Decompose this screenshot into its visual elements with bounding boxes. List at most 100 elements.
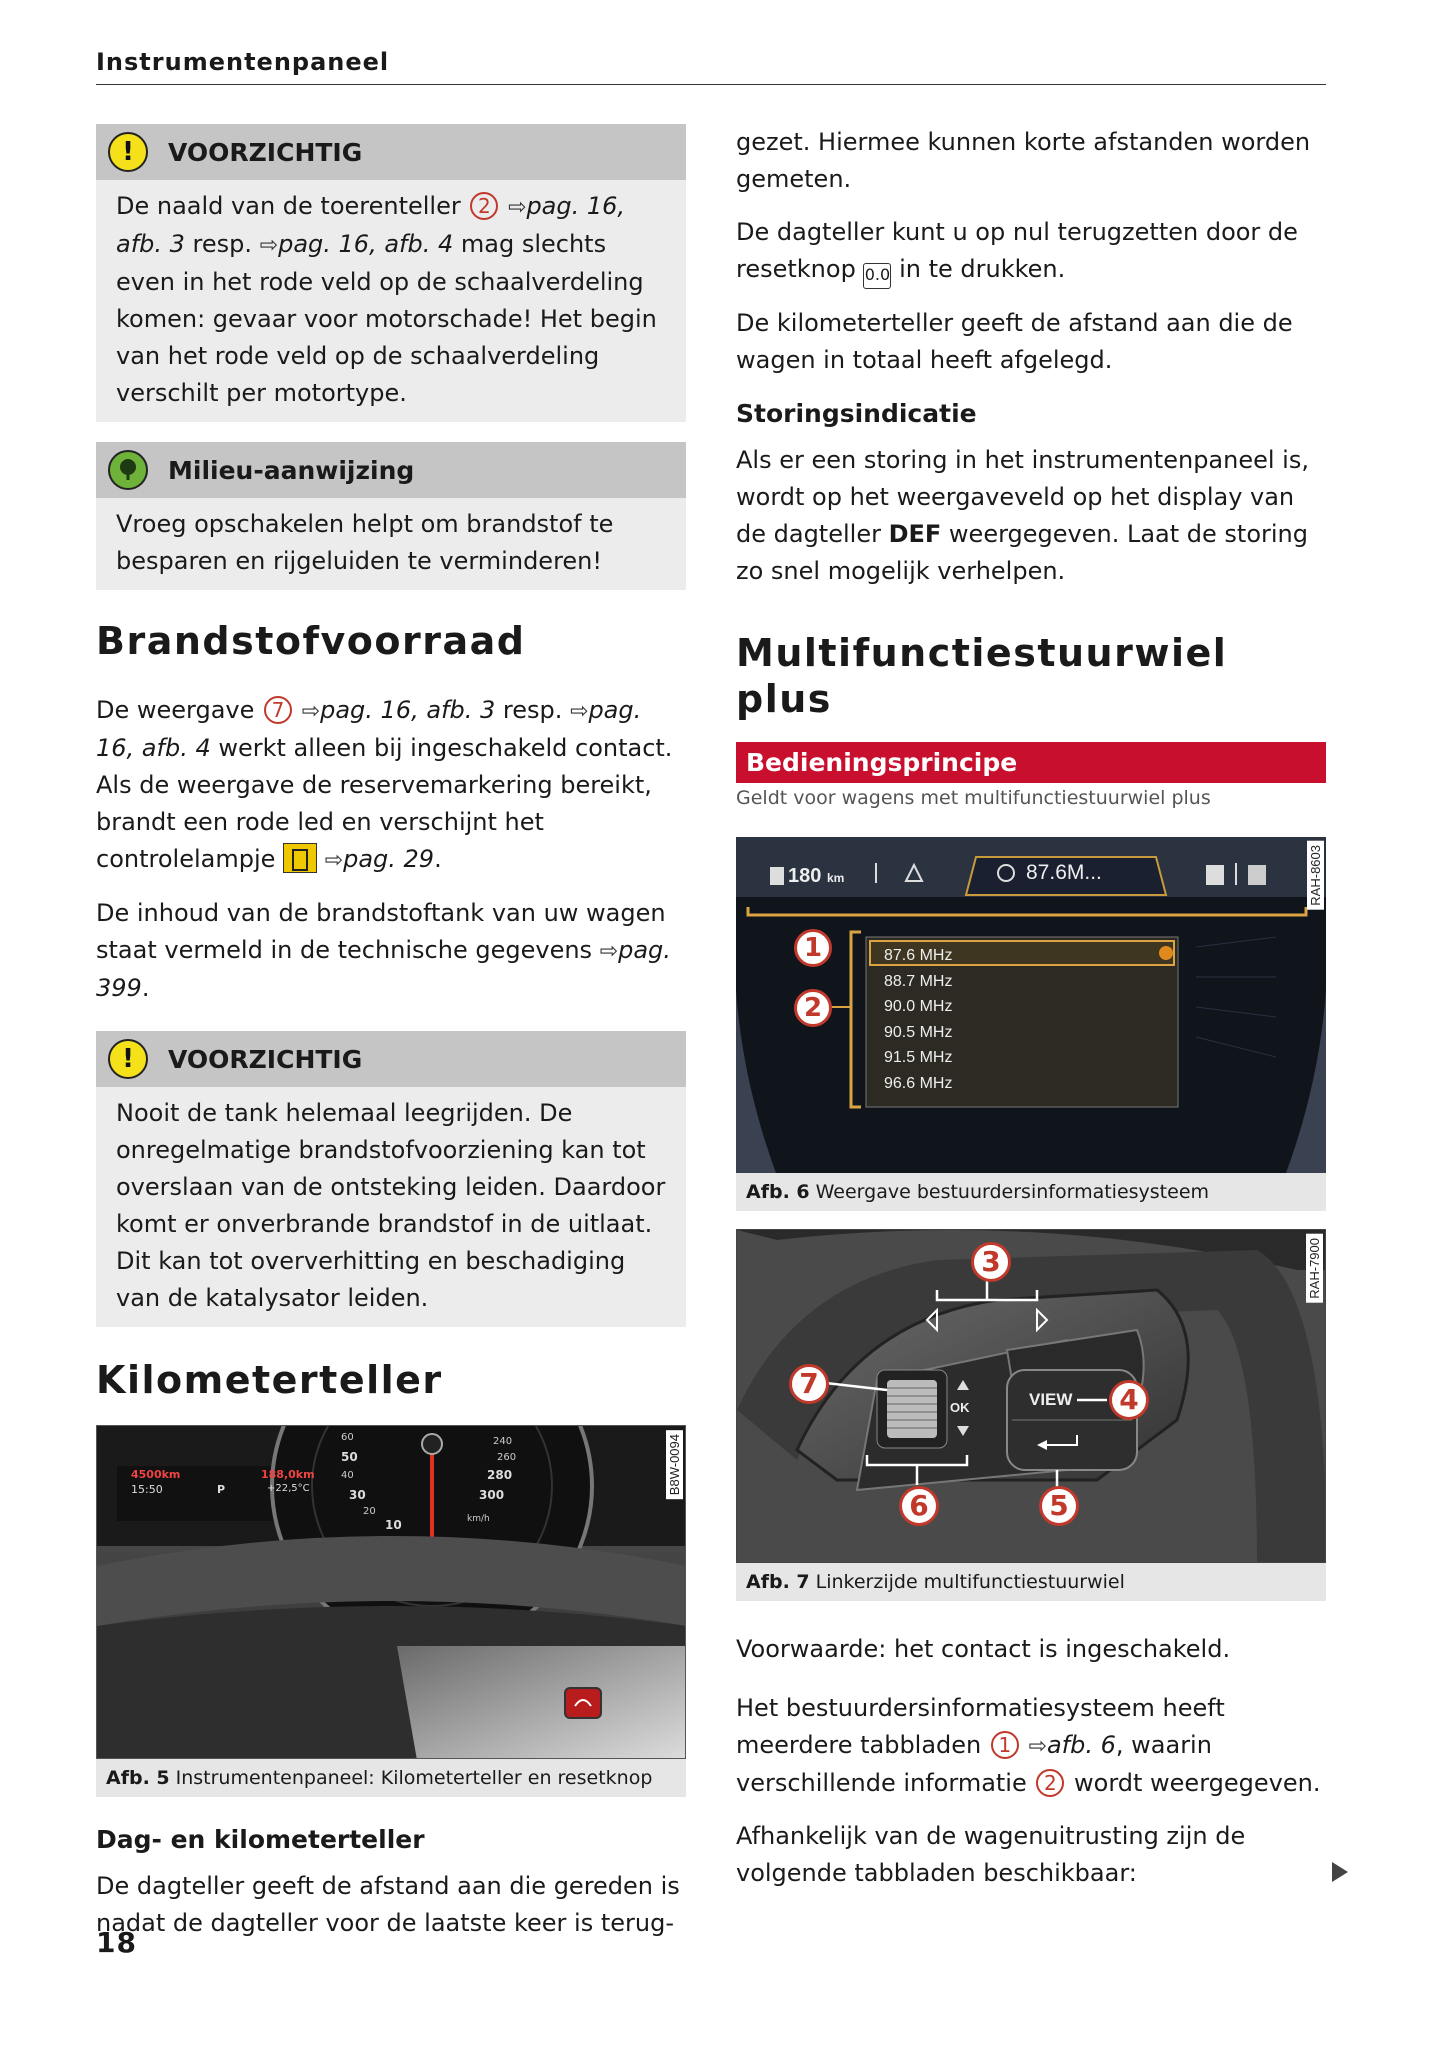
dial-mark: 280 (487, 1468, 513, 1482)
banner-subtitle: Geldt voor wagens met multifunctiestuurw… (736, 787, 1211, 809)
odometer-display: 188,0km (261, 1468, 315, 1481)
dial-mark: 10 (385, 1518, 402, 1532)
figure-reference[interactable]: afb. 6 (1046, 1731, 1116, 1759)
condition-paragraph: Voorwaarde: het contact is ingeschakeld. (736, 1635, 1231, 1663)
range-value: 180 km (788, 865, 845, 887)
environment-text: Vroeg opschakelen helpt om brandstof te … (116, 510, 614, 575)
section-title-odometer: Kilometerteller (96, 1358, 443, 1402)
dial-mark: 30 (349, 1488, 366, 1502)
ok-button-label: OK (950, 1400, 970, 1415)
dial-mark: 40 (341, 1470, 354, 1481)
fuel-paragraph-2: De inhoud van de brandstoftank van uw wa… (96, 899, 671, 1002)
list-item[interactable]: 88.7 MHz (884, 972, 953, 990)
view-button-label: VIEW (1029, 1390, 1073, 1409)
callout-4: 4 (1109, 1380, 1149, 1420)
tree-icon (108, 450, 148, 490)
callout-1: 1 (794, 929, 832, 967)
temperature-display: +22,5°C (267, 1483, 310, 1494)
page-reference[interactable]: pag. 16, afb. 4 (96, 696, 642, 762)
figure-6: 180 km 87.6M... 87.6 MHz 88.7 MHz 90.0 M… (736, 837, 1326, 1211)
dial-mark: 300 (479, 1488, 505, 1502)
gear-display: P (217, 1483, 226, 1496)
page-header: Instrumentenpaneel (96, 48, 1326, 85)
caution-text: De naald van de toerenteller 2 ⇨pag. 16,… (116, 192, 657, 407)
steering-wheel-illustration (737, 1230, 1325, 1562)
page-reference[interactable]: pag. 16, afb. 3 (320, 696, 496, 724)
dial-mark: 20 (363, 1506, 376, 1517)
figure-6-image: 180 km 87.6M... 87.6 MHz 88.7 MHz 90.0 M… (736, 837, 1326, 1173)
subheading-fault: Storingsindicatie (736, 399, 977, 428)
reset-button-icon: 0.0 (863, 263, 892, 289)
callout-7: 7 (264, 696, 293, 724)
list-item[interactable]: 96.6 MHz (884, 1074, 953, 1092)
callout-2: 2 (794, 989, 832, 1027)
warning-icon: ! (108, 1039, 148, 1079)
tabs-paragraph: Het bestuurdersinformatiesysteem heeft m… (736, 1694, 1321, 1797)
caution-label: VOORZICHTIG (168, 137, 363, 167)
callout-5: 5 (1039, 1486, 1079, 1526)
caution-label: VOORZICHTIG (168, 1044, 363, 1074)
environment-box: Milieu-aanwijzing Vroeg opschakelen help… (96, 442, 686, 590)
callout-2: 2 (1036, 1769, 1065, 1797)
fault-paragraph: Als er een storing in het instrumentenpa… (736, 446, 1309, 585)
page-reference[interactable]: pag. 16, afb. 4 (278, 230, 454, 258)
figure-5: 4500km 15:50 P 188,0km +22,5°C 60 50 40 … (96, 1425, 686, 1797)
fuel-warning-lamp-icon (283, 843, 318, 873)
trip-paragraph-continued: gezet. Hiermee kunnen korte afstanden wo… (736, 128, 1311, 193)
arrow-right-icon: ⇨ (570, 699, 589, 724)
reset-paragraph: De dagteller kunt u op nul terugzetten d… (736, 214, 1326, 289)
right-column: gezet. Hiermee kunnen korte afstanden wo… (736, 124, 1326, 1908)
odometer-paragraph: De kilometerteller geeft de afstand aan … (736, 309, 1293, 374)
callout-1: 1 (990, 1731, 1019, 1759)
caution-box-tank: ! VOORZICHTIG Nooit de tank helemaal lee… (96, 1031, 686, 1327)
figure-7-image: VIEW OK 3 4 5 6 7 RAH-7900 (736, 1229, 1326, 1563)
caution-box-rpm: ! VOORZICHTIG De naald van de toerentell… (96, 124, 686, 422)
caution-header: ! VOORZICHTIG (96, 124, 686, 180)
arrow-right-icon: ⇨ (324, 848, 344, 873)
left-column: ! VOORZICHTIG De naald van de toerentell… (96, 124, 686, 1958)
trip-display: 4500km (131, 1468, 181, 1481)
dial-mark: 260 (497, 1452, 517, 1463)
station-list: 87.6 MHz 88.7 MHz 90.0 MHz 90.5 MHz 91.5… (884, 943, 1164, 1096)
page-reference[interactable]: pag. 399 (96, 936, 671, 1002)
driver-information-display-illustration (736, 837, 1326, 1173)
environment-header: Milieu-aanwijzing (96, 442, 686, 498)
figure-code: B8W-0094 (666, 1430, 683, 1500)
list-item[interactable]: 90.0 MHz (884, 998, 953, 1015)
list-item[interactable]: 90.5 MHz (884, 1023, 953, 1041)
list-item[interactable]: 87.6 MHz (884, 947, 953, 964)
dial-mark: 50 (341, 1450, 358, 1464)
section-title-fuel: Brandstofvoorraad (96, 619, 526, 663)
radio-tab: 87.6M... (1026, 861, 1102, 884)
figure-5-image: 4500km 15:50 P 188,0km +22,5°C 60 50 40 … (96, 1425, 686, 1759)
arrow-right-icon: ⇨ (1028, 1734, 1047, 1759)
caution-header: ! VOORZICHTIG (96, 1031, 686, 1087)
caution-text: Nooit de tank helemaal leegrijden. De on… (116, 1099, 666, 1312)
page-reference[interactable]: pag. 29 (343, 845, 435, 873)
arrow-right-icon: ⇨ (508, 195, 527, 220)
dial-mark: 60 (341, 1432, 354, 1443)
callout-7: 7 (789, 1364, 829, 1404)
environment-label: Milieu-aanwijzing (168, 455, 415, 485)
section-banner: Bedieningsprincipe (736, 742, 1326, 783)
dial-mark: 240 (493, 1436, 513, 1447)
page-number: 18 (96, 1926, 137, 1959)
figure-code: RAH-7900 (1306, 1234, 1323, 1303)
trip-paragraph: De dagteller geeft de afstand aan die ge… (96, 1872, 680, 1937)
warning-icon: ! (108, 132, 148, 172)
section-title-steering-wheel: Multifunctiestuurwiel plus (736, 631, 1228, 721)
page-reference[interactable]: pag. 16, afb. 3 (116, 192, 626, 258)
subheading-trip: Dag- en kilometerteller (96, 1825, 425, 1854)
arrow-right-icon: ⇨ (259, 233, 279, 258)
callout-6: 6 (899, 1486, 939, 1526)
arrow-right-icon: ⇨ (301, 699, 321, 724)
available-tabs-paragraph: Afhankelijk van de wagenuitrusting zijn … (736, 1822, 1246, 1887)
next-page-arrow-icon (1332, 1862, 1348, 1882)
fuel-paragraph-1: De weergave 7 ⇨pag. 16, afb. 3 resp. ⇨pa… (96, 696, 673, 873)
list-item[interactable]: 91.5 MHz (884, 1049, 953, 1066)
callout-2: 2 (470, 192, 499, 220)
